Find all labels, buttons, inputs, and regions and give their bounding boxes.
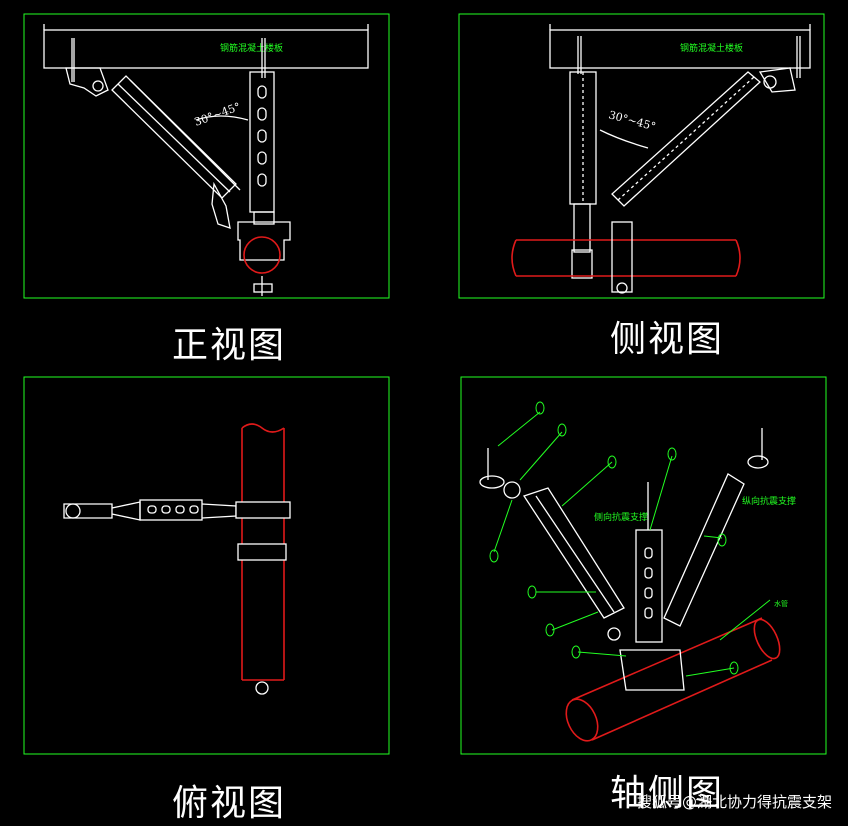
top-brace-channel	[139, 499, 203, 521]
axonometric-callout-lateral: 侧向抗震支撑	[594, 511, 648, 523]
side-beam-label: 钢筋混凝土楼板	[680, 42, 743, 54]
side-concrete-slab	[549, 29, 811, 69]
side-vertical-rod	[573, 203, 591, 253]
side-view: 钢筋混凝土楼板 30°~45°	[458, 13, 825, 299]
axonometric-view-frame	[460, 376, 827, 755]
front-pipe-section	[243, 236, 281, 274]
front-lower-bracket	[211, 181, 231, 229]
side-view-frame	[458, 13, 825, 299]
top-view	[23, 376, 390, 755]
front-hinge-left	[65, 67, 109, 97]
axonometric-lateral-brace	[522, 487, 625, 619]
axonometric-view: 侧向抗震支撑 纵向抗震支撑 水管	[460, 376, 827, 755]
axonometric-pipe-clamp	[619, 649, 685, 691]
watermark: 搜狐号@湖北协力得抗震支架	[636, 793, 832, 811]
front-diagonal-brace	[111, 75, 237, 199]
axonometric-view-label: 轴侧图	[610, 773, 725, 814]
top-anchor-plate	[65, 503, 81, 519]
axonometric-hinge-left	[503, 481, 521, 499]
side-pipe-clamp	[611, 221, 633, 293]
side-pipe	[516, 239, 736, 277]
top-pipe-end-bolt	[255, 681, 269, 695]
axonometric-hinge-right	[747, 455, 769, 469]
side-diagonal-brace	[611, 71, 761, 207]
top-view-label: 俯视图	[172, 783, 287, 824]
front-view: 钢筋混凝土楼板 30°~45°	[23, 13, 390, 299]
axonometric-callout-pipe: 水管	[774, 599, 788, 608]
front-concrete-slab	[43, 29, 369, 69]
top-clamp-lower	[237, 543, 287, 561]
front-view-frame	[23, 13, 390, 299]
top-clamp-upper	[235, 501, 291, 519]
front-beam-label: 钢筋混凝土楼板	[220, 42, 283, 54]
axonometric-vertical-channel	[635, 529, 663, 643]
axonometric-callout-longitudinal: 纵向抗震支撑	[742, 495, 796, 507]
front-view-label: 正视图	[172, 325, 287, 366]
axonometric-pipe	[571, 617, 773, 741]
front-pipe-clamp	[237, 221, 291, 261]
side-view-label: 侧视图	[610, 319, 725, 360]
front-angle-label: 30°~45°	[193, 100, 243, 129]
side-angle-label: 30°~45°	[607, 108, 657, 133]
top-view-frame	[23, 376, 390, 755]
axonometric-longitudinal-brace	[663, 473, 745, 627]
